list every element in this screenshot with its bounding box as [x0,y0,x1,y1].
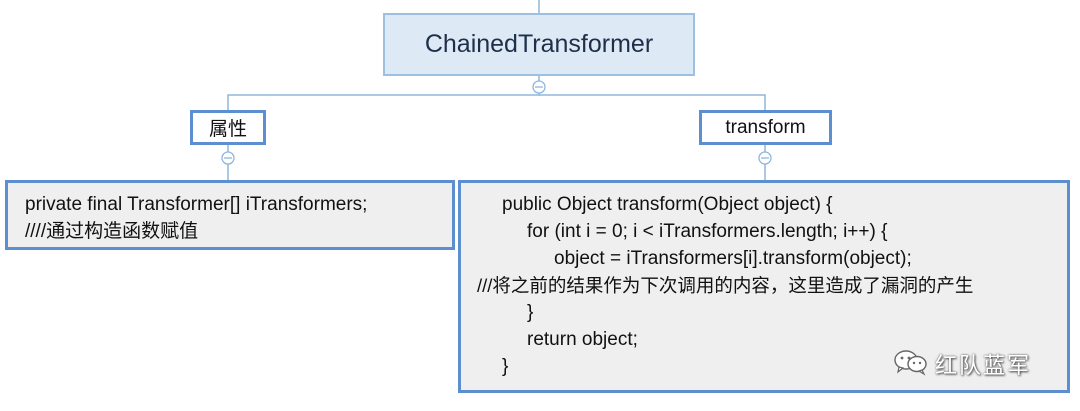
attr-line-field-declaration: private final Transformer[] iTransformer… [25,194,368,215]
transform-content-box: public Object transform(Object object) {… [458,180,1070,393]
collapse-toggle-transform[interactable] [758,151,772,165]
attr-line-comment: ////通过构造函数赋值 [25,221,199,242]
watermark-text: 红队蓝军 [935,354,1032,379]
code-line-comment: ///将之前的结果作为下次调用的内容，这里造成了漏洞的产生 [477,275,974,296]
watermark: 红队蓝军 [893,349,1031,379]
code-line-assignment: object = iTransformers[i].transform(obje… [554,248,912,269]
code-line-for-loop: for (int i = 0; i < iTransformers.length… [527,221,888,242]
transform-node[interactable]: transform [699,110,832,145]
wechat-icon [893,348,929,381]
root-node[interactable]: ChainedTransformer [383,13,695,76]
code-line-method-close: } [502,356,509,377]
collapse-toggle-root[interactable] [532,80,546,94]
root-node-label: ChainedTransformer [424,30,654,58]
attributes-node[interactable]: 属性 [190,110,266,145]
code-line-signature: public Object transform(Object object) { [502,194,833,215]
collapse-toggle-attr[interactable] [221,151,235,165]
code-line-loop-close: } [527,302,534,323]
connector-left [227,93,540,110]
attributes-node-label: 属性 [208,119,247,140]
code-line-return: return object; [527,329,638,350]
connector-right [539,94,766,110]
transform-node-label: transform [725,116,806,138]
attributes-content-box: private final Transformer[] iTransformer… [5,180,455,250]
